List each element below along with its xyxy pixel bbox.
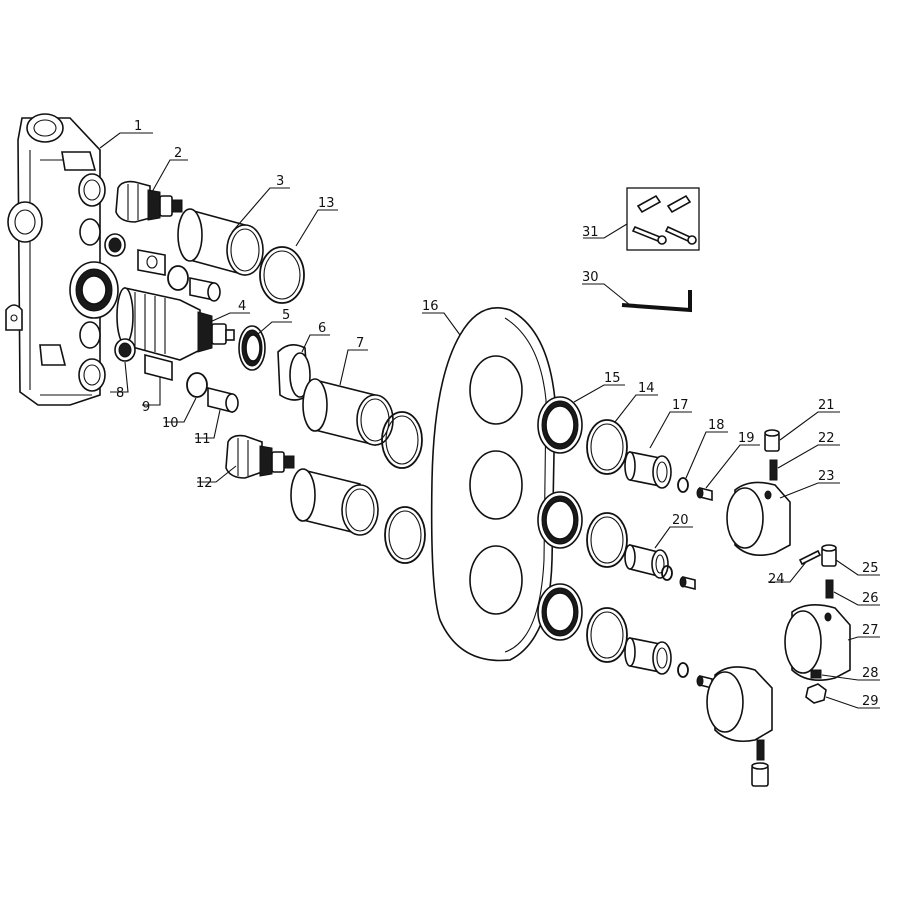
clip-6 [277,344,311,401]
o-ring-13 [259,246,305,304]
label-21: 21 [818,398,835,413]
anchor-kit [626,187,700,251]
label-19: 19 [738,431,755,446]
sleeve-bottom [290,468,426,564]
valve-body [5,113,119,406]
label-13: 13 [318,196,335,211]
label-16: 16 [422,299,439,314]
lower-cartridge [225,434,295,479]
label-12: 12 [196,476,213,491]
label-25: 25 [862,561,879,576]
sleeve-mid [302,378,423,469]
knob-top [726,481,791,556]
label-2: 2 [174,146,182,161]
adapters [624,451,672,675]
label-17: 17 [672,398,689,413]
label-6: 6 [318,321,326,336]
label-1: 1 [134,119,142,134]
knob-bottom [706,666,773,743]
label-14: 14 [638,381,655,396]
label-22: 22 [818,431,835,446]
lower-small-parts [114,338,239,414]
part-number-labels: 1 2 3 4 5 6 7 8 9 10 11 12 13 14 15 16 1… [116,119,879,709]
label-7: 7 [356,336,364,351]
label-4: 4 [238,299,246,314]
label-31: 31 [582,225,599,240]
label-23: 23 [818,469,835,484]
knob-middle [784,604,851,681]
label-30: 30 [582,270,599,285]
label-18: 18 [708,418,725,433]
label-5: 5 [282,308,290,323]
label-26: 26 [862,591,879,606]
label-10: 10 [162,416,179,431]
faceplate [430,306,556,662]
flange-rings [537,396,583,641]
label-11: 11 [194,432,211,447]
o-rings-right [586,419,628,663]
label-8: 8 [116,386,124,401]
label-28: 28 [862,666,879,681]
label-9: 9 [142,400,150,415]
label-24: 24 [768,572,785,587]
leader-lines [99,132,880,709]
label-27: 27 [862,623,879,638]
upper-small-parts [104,233,221,302]
label-20: 20 [672,513,689,528]
knob-small-parts [751,429,837,787]
allen-key [621,290,692,313]
washers-screws [661,477,713,690]
label-29: 29 [862,694,879,709]
upper-cartridge [115,180,183,223]
label-3: 3 [276,174,284,189]
sleeve-top [177,208,264,277]
label-15: 15 [604,371,621,386]
